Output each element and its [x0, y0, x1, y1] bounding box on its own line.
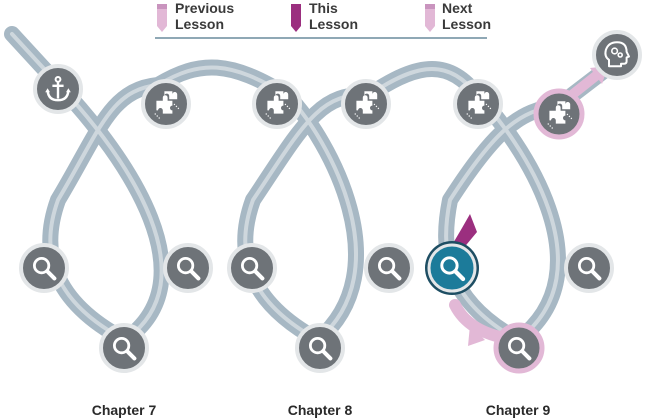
legend-previous-marker-cap: [157, 4, 167, 9]
legend-next-line1: Next: [442, 0, 473, 16]
node-anchor-start[interactable]: [33, 64, 83, 114]
node-search-ch7-right[interactable]: [163, 243, 213, 293]
legend-previous-line2: Lesson: [175, 16, 225, 32]
next-lesson-arrow: [468, 325, 485, 346]
lesson-track: [4, 26, 613, 348]
node-search-ch7-bottom[interactable]: [99, 323, 149, 373]
legend-next-marker: [425, 4, 435, 32]
node-search-ch8-bottom[interactable]: [295, 323, 345, 373]
node-search-ch9-current[interactable]: [425, 241, 479, 295]
legend: [155, 4, 487, 39]
chapter-label-9: Chapter 9: [485, 402, 551, 418]
legend-this-marker: [291, 4, 301, 32]
legend-previous-line1: Previous: [175, 0, 235, 16]
lesson-nodes: [19, 30, 642, 374]
track-path: [4, 26, 613, 348]
legend-this-label: This Lesson: [309, 0, 358, 32]
node-puzzle-ch8-a[interactable]: [252, 79, 302, 129]
this-lesson-arrow: [452, 214, 477, 250]
node-puzzle-ch8-b[interactable]: [341, 79, 391, 129]
node-search-ch7-left[interactable]: [19, 243, 69, 293]
node-puzzle-ch9-a[interactable]: [453, 79, 503, 129]
node-puzzle-ch9-next[interactable]: [533, 88, 585, 140]
node-search-ch8-left[interactable]: [227, 243, 277, 293]
node-end-goal[interactable]: [592, 30, 642, 80]
legend-previous-label: Previous Lesson: [175, 0, 234, 32]
node-puzzle-ch7[interactable]: [141, 79, 191, 129]
node-search-ch9-bottom-next[interactable]: [493, 322, 545, 374]
legend-previous-marker: [157, 4, 167, 32]
legend-next-label: Next Lesson: [442, 0, 491, 32]
legend-this-line2: Lesson: [309, 16, 359, 32]
legend-next-line2: Lesson: [442, 16, 492, 32]
node-search-ch9-right[interactable]: [564, 243, 614, 293]
track-highlight: [10, 32, 607, 342]
legend-this-line1: This: [309, 0, 338, 16]
chapter-label-7: Chapter 7: [91, 402, 157, 418]
legend-next-marker-cap: [425, 4, 435, 9]
chapter-label-8: Chapter 8: [287, 402, 353, 418]
node-search-ch8-right[interactable]: [364, 243, 414, 293]
